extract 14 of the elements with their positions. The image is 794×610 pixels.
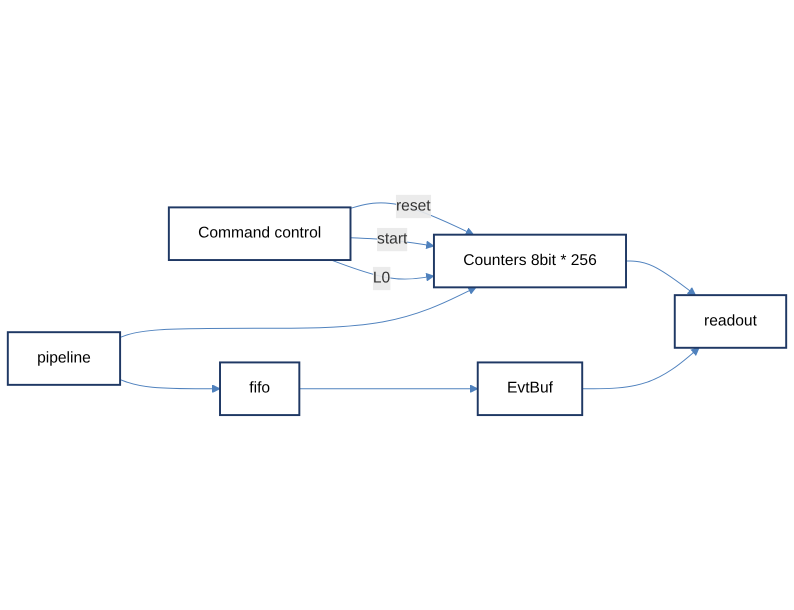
node-box: Command control (168, 206, 352, 262)
node-box: fifo (219, 362, 300, 416)
node-box: Counters 8bit * 256 (432, 234, 627, 288)
edge-label: start (377, 230, 408, 248)
arrow (120, 286, 476, 338)
node-box: EvtBuf (476, 362, 584, 416)
arrow (582, 347, 700, 390)
arrow (626, 260, 696, 296)
node-box: readout (674, 294, 788, 349)
arrow (298, 384, 478, 394)
edge-label: reset (396, 198, 431, 214)
edge-label: L0 (372, 270, 390, 286)
arrow (120, 379, 220, 394)
node-box: pipeline (6, 331, 122, 386)
